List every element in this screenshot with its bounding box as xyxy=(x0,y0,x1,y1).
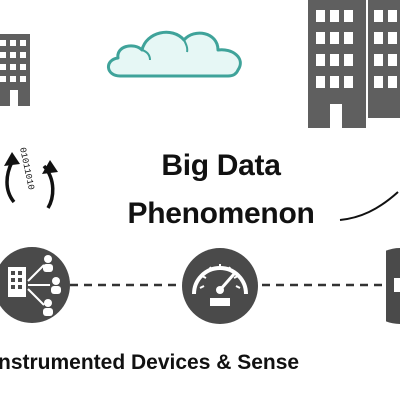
gauge-meter-icon xyxy=(182,248,258,324)
diagram-title-line2: Phenomenon xyxy=(127,197,315,230)
data-cycle-arrows-icon: 01011010 xyxy=(4,147,58,209)
connector-curve xyxy=(339,191,399,221)
diagram-title-line1: Big Data xyxy=(161,149,281,182)
diagram-caption: nstrumented Devices & Sense xyxy=(0,351,300,374)
binary-stream-text: 01011010 xyxy=(17,147,36,191)
cloud-icon xyxy=(107,30,242,78)
skyscraper-icon xyxy=(308,0,400,128)
building-people-network-icon xyxy=(0,247,70,323)
sensor-device-icon xyxy=(386,248,400,324)
office-building-icon xyxy=(0,34,30,106)
dashed-connector-line xyxy=(70,283,390,287)
